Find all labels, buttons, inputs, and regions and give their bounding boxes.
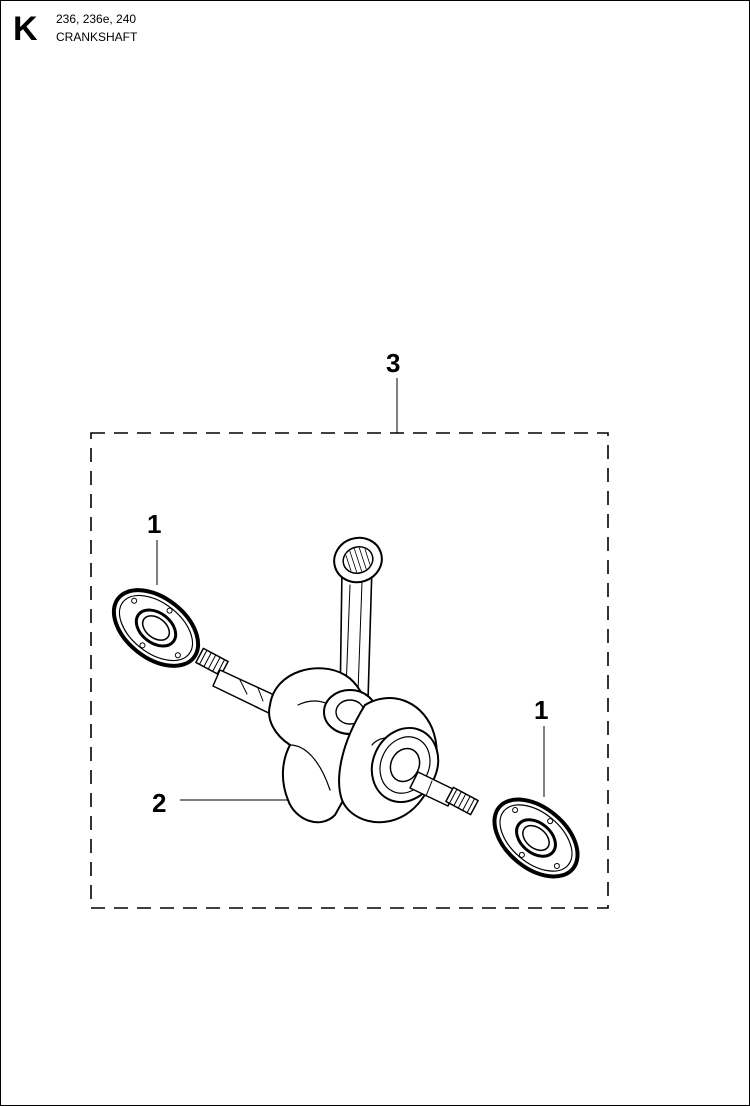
callout-crankshaft: 2 [152, 788, 166, 818]
right-threaded-end [445, 786, 479, 816]
page-title: CRANKSHAFT [56, 30, 138, 44]
section-letter: K [13, 10, 38, 48]
callout-seal-right: 1 [534, 695, 548, 725]
callout-seal-left: 1 [147, 509, 161, 539]
left-threaded-end [195, 647, 229, 677]
right-shaft [409, 771, 456, 807]
connecting-rod-small-end [333, 536, 383, 584]
crankshaft-assembly [195, 536, 479, 824]
oil-seal-left [111, 588, 201, 668]
callout-kit: 3 [386, 348, 400, 378]
oil-seal-right [492, 797, 580, 879]
kit-boundary [90, 432, 609, 909]
model-list: 236, 236e, 240 [56, 12, 137, 26]
